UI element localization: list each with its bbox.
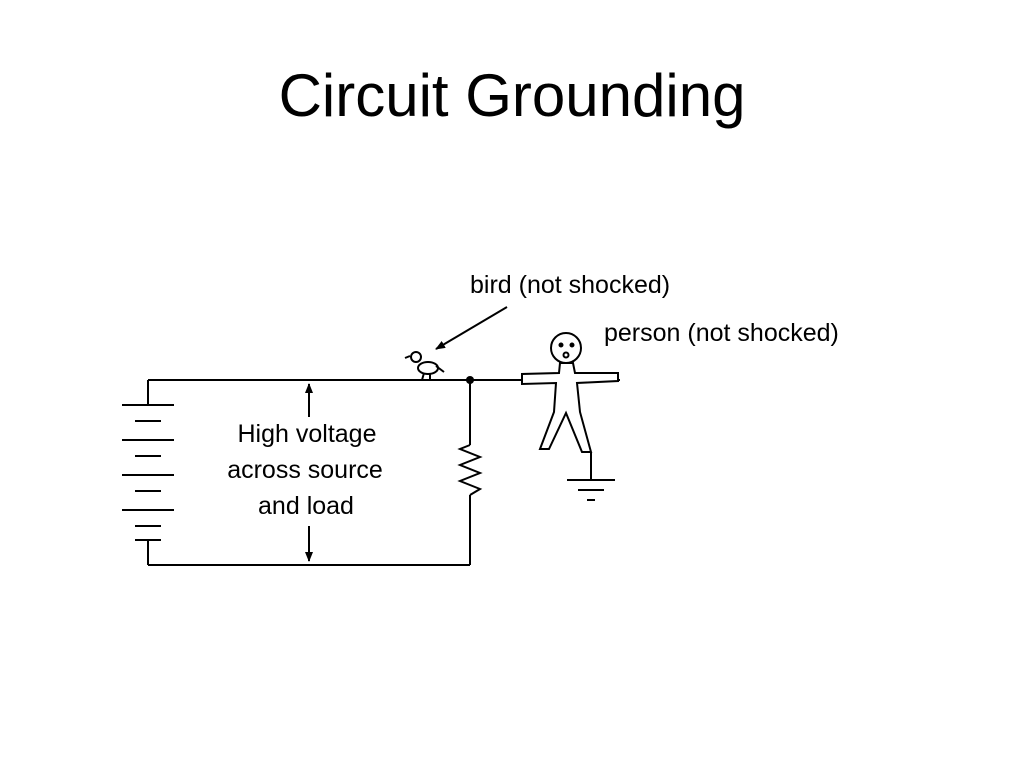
voltage-label-line-2: across source — [227, 456, 383, 484]
bird-icon — [404, 351, 445, 381]
bird-pointer-arrow — [435, 306, 508, 350]
voltage-label-line-1: High voltage — [238, 420, 377, 448]
junction-dot — [466, 376, 474, 384]
circuit-wires — [147, 379, 620, 566]
battery-icon — [122, 404, 174, 541]
resistor-icon — [457, 444, 483, 496]
bird-label: bird (not shocked) — [470, 271, 670, 299]
person-label: person (not shocked) — [604, 319, 839, 347]
person-icon — [521, 332, 619, 453]
voltage-label-line-3: and load — [258, 492, 354, 520]
ground-icon — [567, 452, 615, 501]
page-title: Circuit Grounding — [278, 62, 746, 129]
